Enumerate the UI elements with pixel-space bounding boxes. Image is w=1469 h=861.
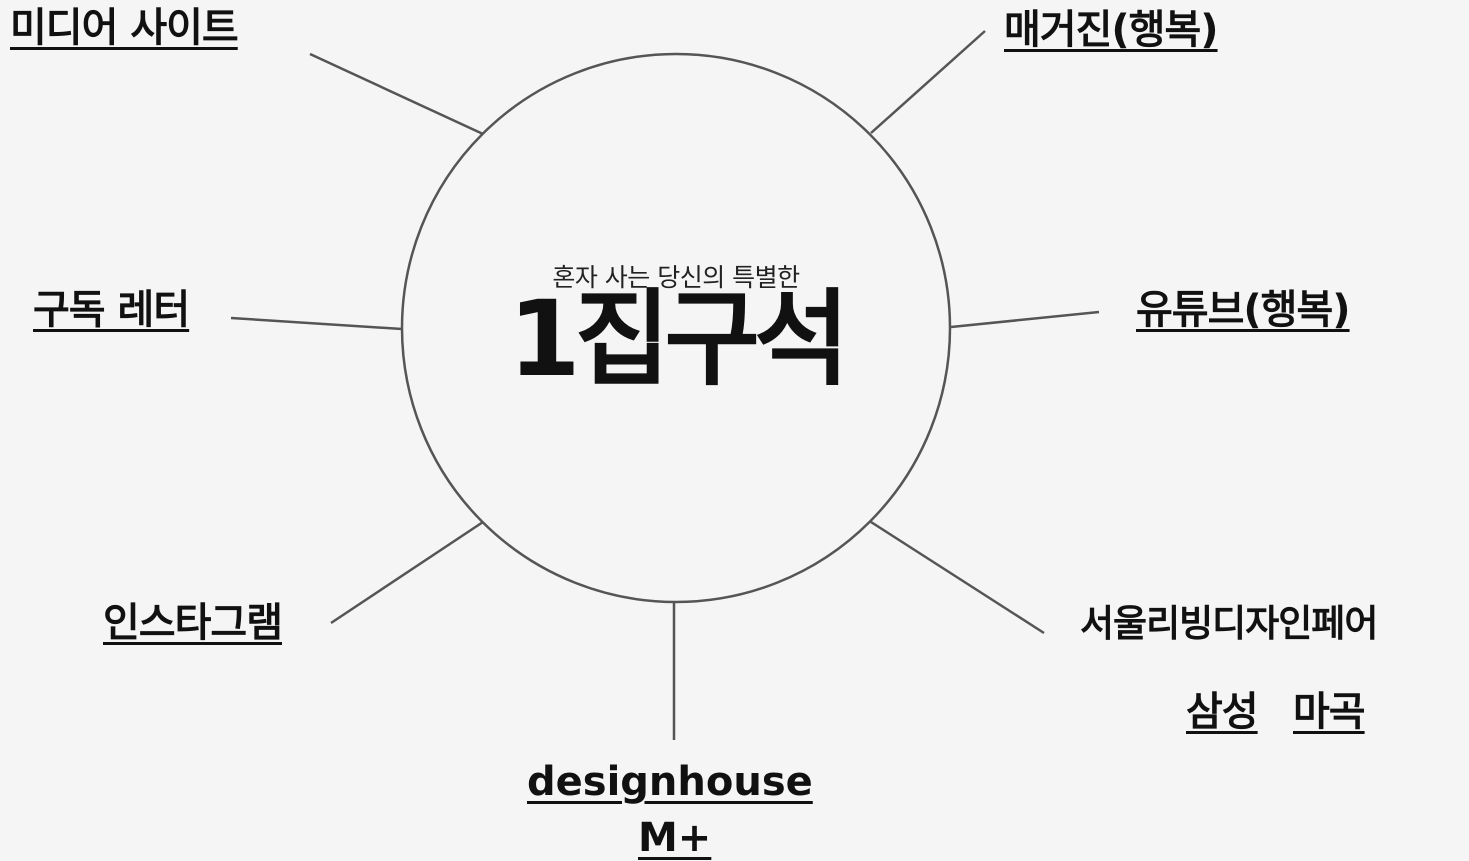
connector-fair [870, 520, 1045, 635]
media-site-link[interactable]: 미디어 사이트 [10, 5, 239, 51]
newsletter-link[interactable]: 구독 레터 [33, 287, 190, 333]
center-title: 1집구석 [508, 278, 849, 400]
fair-title: 서울리빙디자인페어 [1080, 602, 1378, 645]
magazine-link[interactable]: 매거진(행복) [1004, 7, 1219, 53]
fair-samsung-link[interactable]: 삼성 [1186, 689, 1259, 735]
mplus-link[interactable]: M+ [638, 815, 712, 861]
connector-youtube [950, 310, 1100, 329]
connector-media-site [309, 52, 484, 136]
connector-magazine [870, 30, 986, 134]
fair-magok-link[interactable]: 마곡 [1293, 689, 1366, 735]
youtube-link[interactable]: 유튜브(행복) [1136, 287, 1351, 333]
center-subtitle: 혼자 사는 당신의 특별한 [552, 263, 800, 292]
instagram-link[interactable]: 인스타그램 [103, 600, 283, 646]
designhouse-link[interactable]: designhouse [527, 759, 813, 805]
connector-instagram [330, 520, 484, 625]
connector-newsletter [230, 316, 403, 331]
